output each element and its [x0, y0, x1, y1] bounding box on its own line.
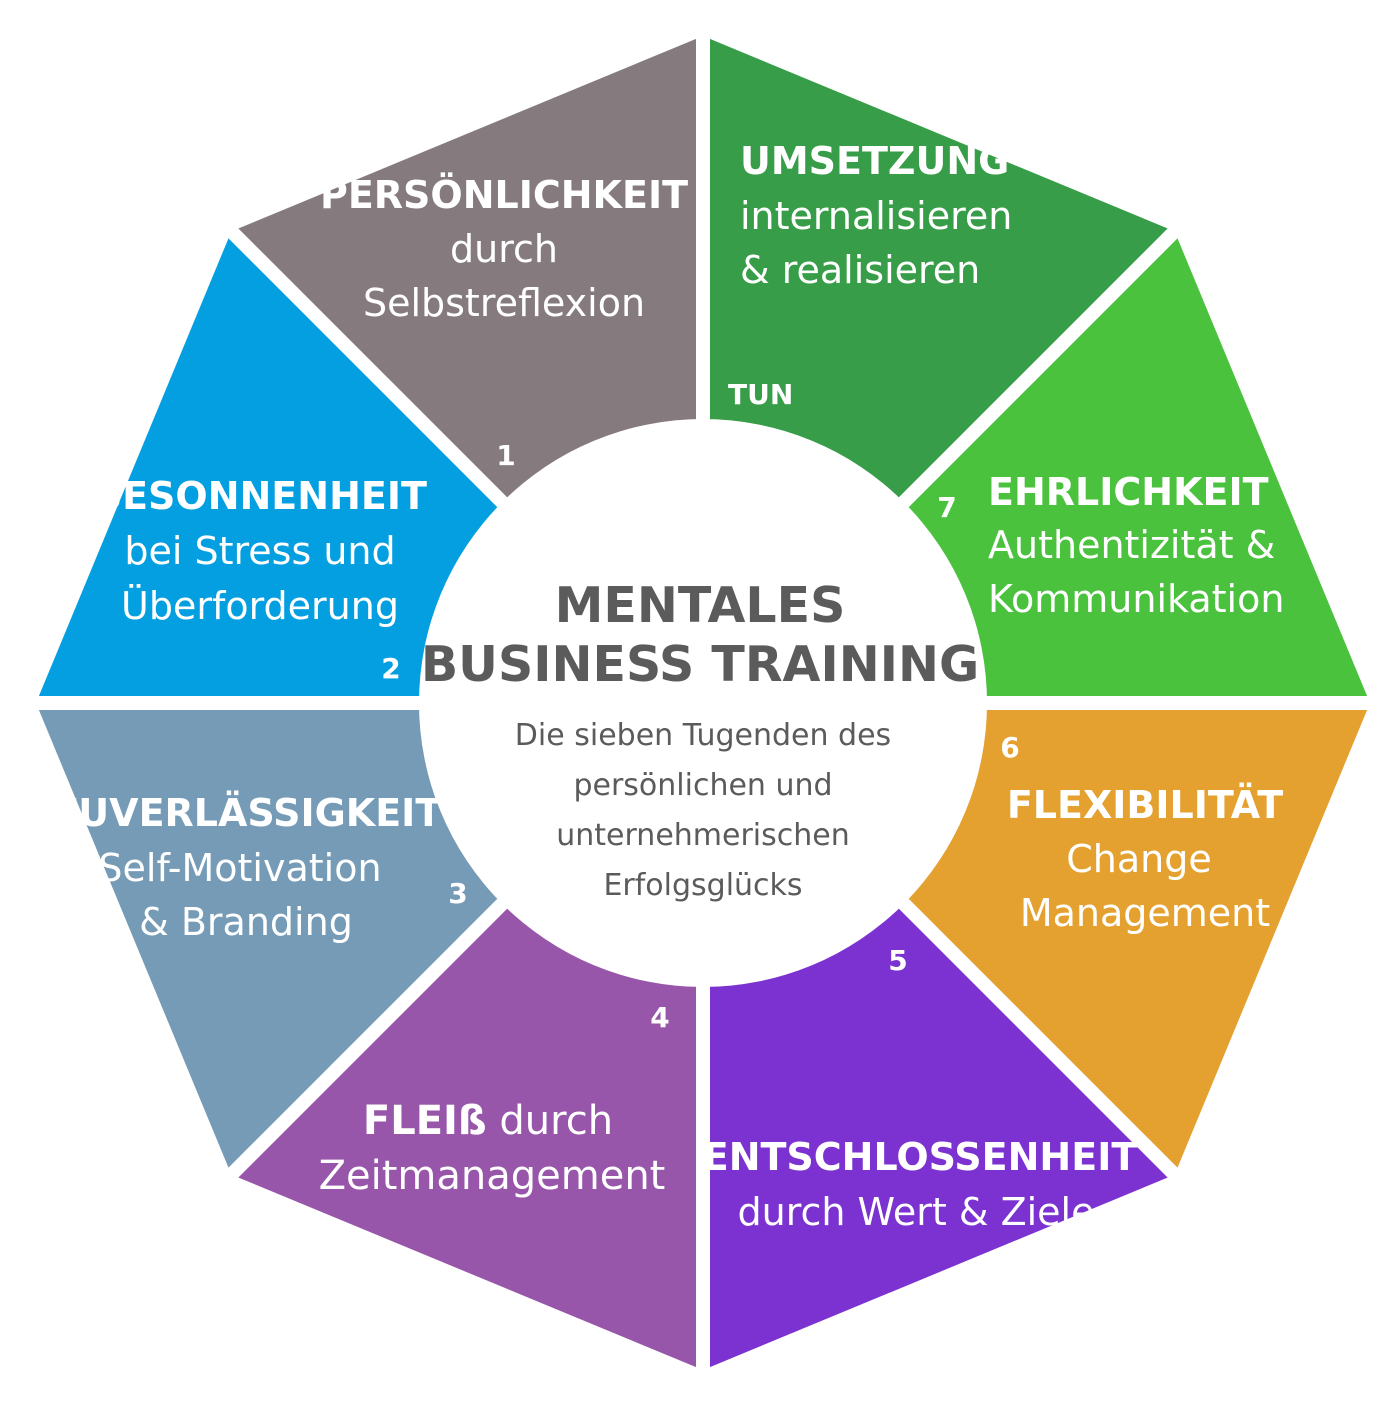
segment-separator — [222, 222, 535, 535]
flexibilitaet-line-1: Change — [1066, 837, 1212, 881]
entschlossenheit-title: ENTSCHLOSSENHEIT — [703, 1135, 1138, 1179]
segment-fleiss — [231, 879, 703, 1370]
flexibilitaet-title: FLEXIBILITÄT — [1007, 783, 1283, 827]
segment-separators — [31, 31, 1375, 1375]
zuverlaessigkeit-line-2: & Branding — [139, 900, 353, 944]
segment-umsetzung — [703, 36, 1175, 527]
persoenlichkeit-line-1: durch — [450, 227, 558, 271]
umsetzung-title: UMSETZUNG — [740, 139, 1009, 183]
center-subtitle-line-2: persönlichen und — [573, 768, 832, 803]
fleiss-title: FLEIß — [363, 1098, 487, 1144]
flexibilitaet-number: 6 — [1000, 731, 1019, 764]
ehrlichkeit-title: EHRLICHKEIT — [988, 470, 1269, 514]
ehrlichkeit-number: 7 — [937, 491, 956, 524]
umsetzung-line-1: internalisieren — [740, 194, 1012, 238]
center-subtitle-line-1: Die sieben Tugenden des — [515, 718, 891, 753]
zuverlaessigkeit-line-1: Self-Motivation — [98, 846, 381, 890]
entschlossenheit-number: 5 — [888, 944, 907, 977]
umsetzung-line-2: & realisieren — [740, 248, 980, 292]
segment-besonnenheit — [36, 231, 527, 703]
segment-persoenlichkeit — [231, 36, 703, 527]
ehrlichkeit-line-1: Authentizität & — [988, 523, 1275, 567]
fleiss-heading: FLEIß durch — [363, 1098, 613, 1144]
entschlossenheit-line-1: durch Wert & Ziele — [738, 1190, 1095, 1234]
besonnenheit-title: BESONNENHEIT — [93, 474, 427, 518]
center-subtitle-line-3: unternehmerischen — [556, 818, 850, 853]
persoenlichkeit-number: 1 — [496, 439, 515, 472]
fleiss-title-suffix: durch — [487, 1098, 613, 1144]
persoenlichkeit-title: PERSÖNLICHKEIT — [320, 173, 688, 217]
besonnenheit-line-2: Überforderung — [121, 584, 399, 628]
segment-separator — [871, 871, 1184, 1184]
center-subtitle-line-4: Erfolgsglücks — [603, 868, 802, 903]
segment-entschlossenheit — [703, 879, 1175, 1370]
segment-flexibilitaet — [879, 703, 1370, 1175]
segment-separator — [222, 871, 535, 1184]
center-title-line-1: MENTALES — [555, 577, 846, 634]
center-circle — [419, 419, 987, 987]
fleiss-line-1: Zeitmanagement — [319, 1153, 666, 1199]
persoenlichkeit-line-2: Selbstreflexion — [363, 281, 645, 325]
flexibilitaet-line-2: Management — [1020, 891, 1270, 935]
ehrlichkeit-line-2: Kommunikation — [988, 577, 1284, 621]
zuverlaessigkeit-title: ZUVERLÄSSIGKEIT — [51, 791, 442, 835]
besonnenheit-number: 2 — [381, 652, 400, 685]
segment-zuverlaessigkeit — [36, 703, 527, 1175]
segment-separator — [871, 222, 1184, 535]
segment-ehrlichkeit — [879, 231, 1370, 703]
zuverlaessigkeit-number: 3 — [448, 877, 467, 910]
umsetzung-tag: TUN — [728, 378, 793, 411]
besonnenheit-line-1: bei Stress und — [124, 529, 395, 573]
fleiss-number: 4 — [650, 1001, 669, 1034]
center-title-line-2: BUSINESS TRAINING — [421, 636, 979, 693]
